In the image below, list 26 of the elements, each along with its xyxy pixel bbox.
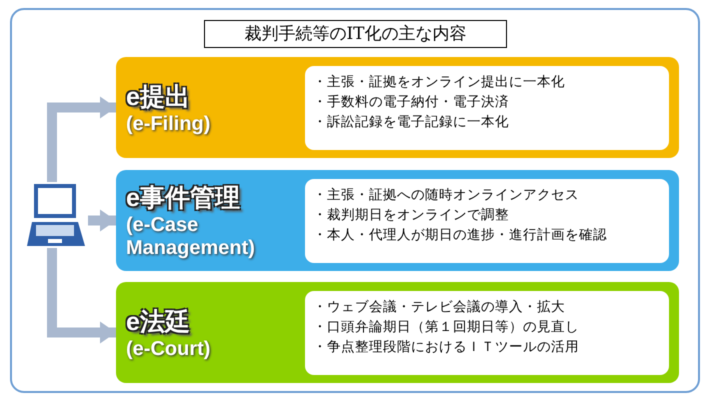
arrow (47, 96, 116, 182)
bullet-item: ・手数料の電子納付・電子決済 (313, 93, 510, 112)
detail-box (305, 179, 669, 263)
bullet-item: ・本人・代理人が期日の進捗・進行計画を確認 (313, 226, 608, 245)
bullet-item: ・争点整理段階におけるＩＴツールの活用 (313, 338, 580, 357)
bullet-item: ・主張・証拠をオンライン提出に一本化 (313, 73, 566, 92)
category-title: e事件管理 (126, 183, 241, 214)
diagram-title: 裁判手続等のIT化の主な内容 (204, 20, 507, 48)
bullet-item: ・訴訟記録を電子記録に一本化 (313, 113, 510, 132)
category-subtitle: (e-Filing) (126, 112, 212, 136)
arrow (88, 210, 116, 232)
bullet-item: ・口頭弁論期日（第１回期日等）の見直し (313, 318, 580, 337)
category-title: e法廷 (126, 306, 191, 338)
laptop-icon (26, 182, 86, 248)
category-band (116, 282, 679, 383)
category-title: e提出 (126, 82, 191, 112)
bullet-item: ・ウェブ会議・テレビ会議の導入・拡大 (313, 298, 566, 317)
category-subtitle: (e-Case Management) (126, 214, 256, 260)
category-subtitle: (e-Court) (126, 338, 212, 360)
category-band (116, 170, 679, 271)
detail-box (305, 291, 669, 375)
category-band (116, 57, 679, 158)
bullet-item: ・裁判期日をオンラインで調整 (313, 206, 510, 225)
detail-box (305, 66, 669, 150)
bullet-item: ・主張・証拠への随時オンラインアクセス (313, 186, 580, 205)
arrow (47, 248, 116, 344)
